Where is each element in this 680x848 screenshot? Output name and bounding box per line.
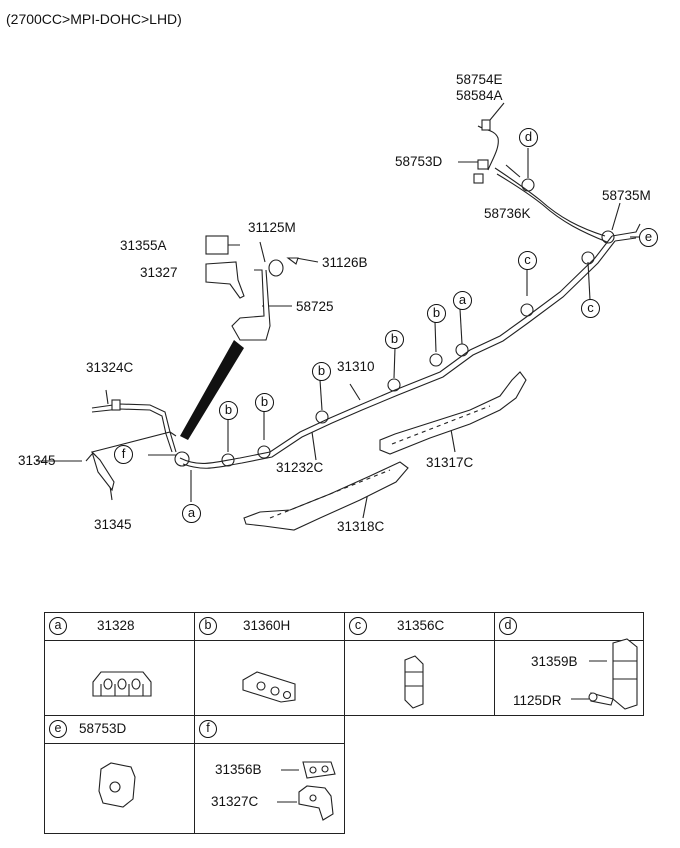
legend-cell-e: e 58753D [44,715,195,834]
legend-letter-f: f [199,720,217,738]
callout-58736K: 58736K [484,206,531,221]
callout-58584A: 58584A [456,88,503,103]
marker-a-upper: a [453,291,472,310]
legend-cell-d: d 31359B 1125DR [494,612,644,716]
marker-c-upper: c [518,251,537,270]
callout-58754E: 58754E [456,72,503,87]
marker-c-lower: c [581,299,600,318]
fuel-line-31310 [179,235,613,464]
legend-part-31327C: 31327C [211,794,259,809]
clip-31360H-icon [242,671,296,703]
callout-31232C: 31232C [276,460,324,475]
marker-a-lower: a [182,504,201,523]
clip-31356B-31327C-icon [277,761,336,821]
callout-31310: 31310 [337,359,375,374]
marker-b-5: b [219,401,238,420]
clip-58753D-icon [98,762,136,808]
marker-b-3: b [312,362,331,381]
legend-letter-a: a [49,617,67,635]
legend-cell-b: b 31360H [194,612,345,716]
callout-58753D: 58753D [395,154,443,169]
callout-58735M: 58735M [602,188,651,203]
marker-b-2: b [385,330,404,349]
marker-d: d [519,128,538,147]
legend-cell-c: c 31356C [344,612,495,716]
clip-legend-table: a 31328 b 31360H c 31356C [44,612,644,834]
marker-b-1: b [427,304,446,323]
callout-31324C: 31324C [86,360,134,375]
legend-part-1125DR: 1125DR [513,693,562,708]
clip-31359B-icon [571,638,638,710]
clip-31328-icon [92,671,152,697]
legend-cell-f: f 31356B 31327C [194,715,345,834]
callout-31125M: 31125M [248,220,296,235]
diagram-spec: (2700CC>MPI-DOHC>LHD) [6,11,182,27]
legend-part-31356B: 31356B [215,762,262,777]
legend-part-e: 58753D [79,721,127,736]
clip-31356C-icon [404,655,424,709]
frame-rail-31317C [379,371,527,455]
callout-31318C: 31318C [337,519,385,534]
callout-31126B: 31126B [322,255,368,270]
marker-b-4: b [255,393,274,412]
legend-letter-e: e [49,720,67,738]
fuel-line-diagram [36,102,641,531]
callout-31327: 31327 [140,265,178,280]
legend-part-31359B: 31359B [531,654,578,669]
legend-part-c: 31356C [397,618,445,633]
legend-part-b: 31360H [243,618,291,633]
marker-e: e [639,228,658,247]
callout-31345-upper: 31345 [18,453,56,468]
callout-31345-lower: 31345 [94,517,132,532]
legend-letter-d: d [499,617,517,635]
callout-31317C: 31317C [426,455,474,470]
callout-58725: 58725 [296,299,334,314]
legend-cell-a: a 31328 [44,612,195,716]
legend-letter-c: c [349,617,367,635]
legend-letter-b: b [199,617,217,635]
callout-31355A: 31355A [120,238,167,253]
marker-f: f [114,445,133,464]
legend-part-a: 31328 [97,618,135,633]
